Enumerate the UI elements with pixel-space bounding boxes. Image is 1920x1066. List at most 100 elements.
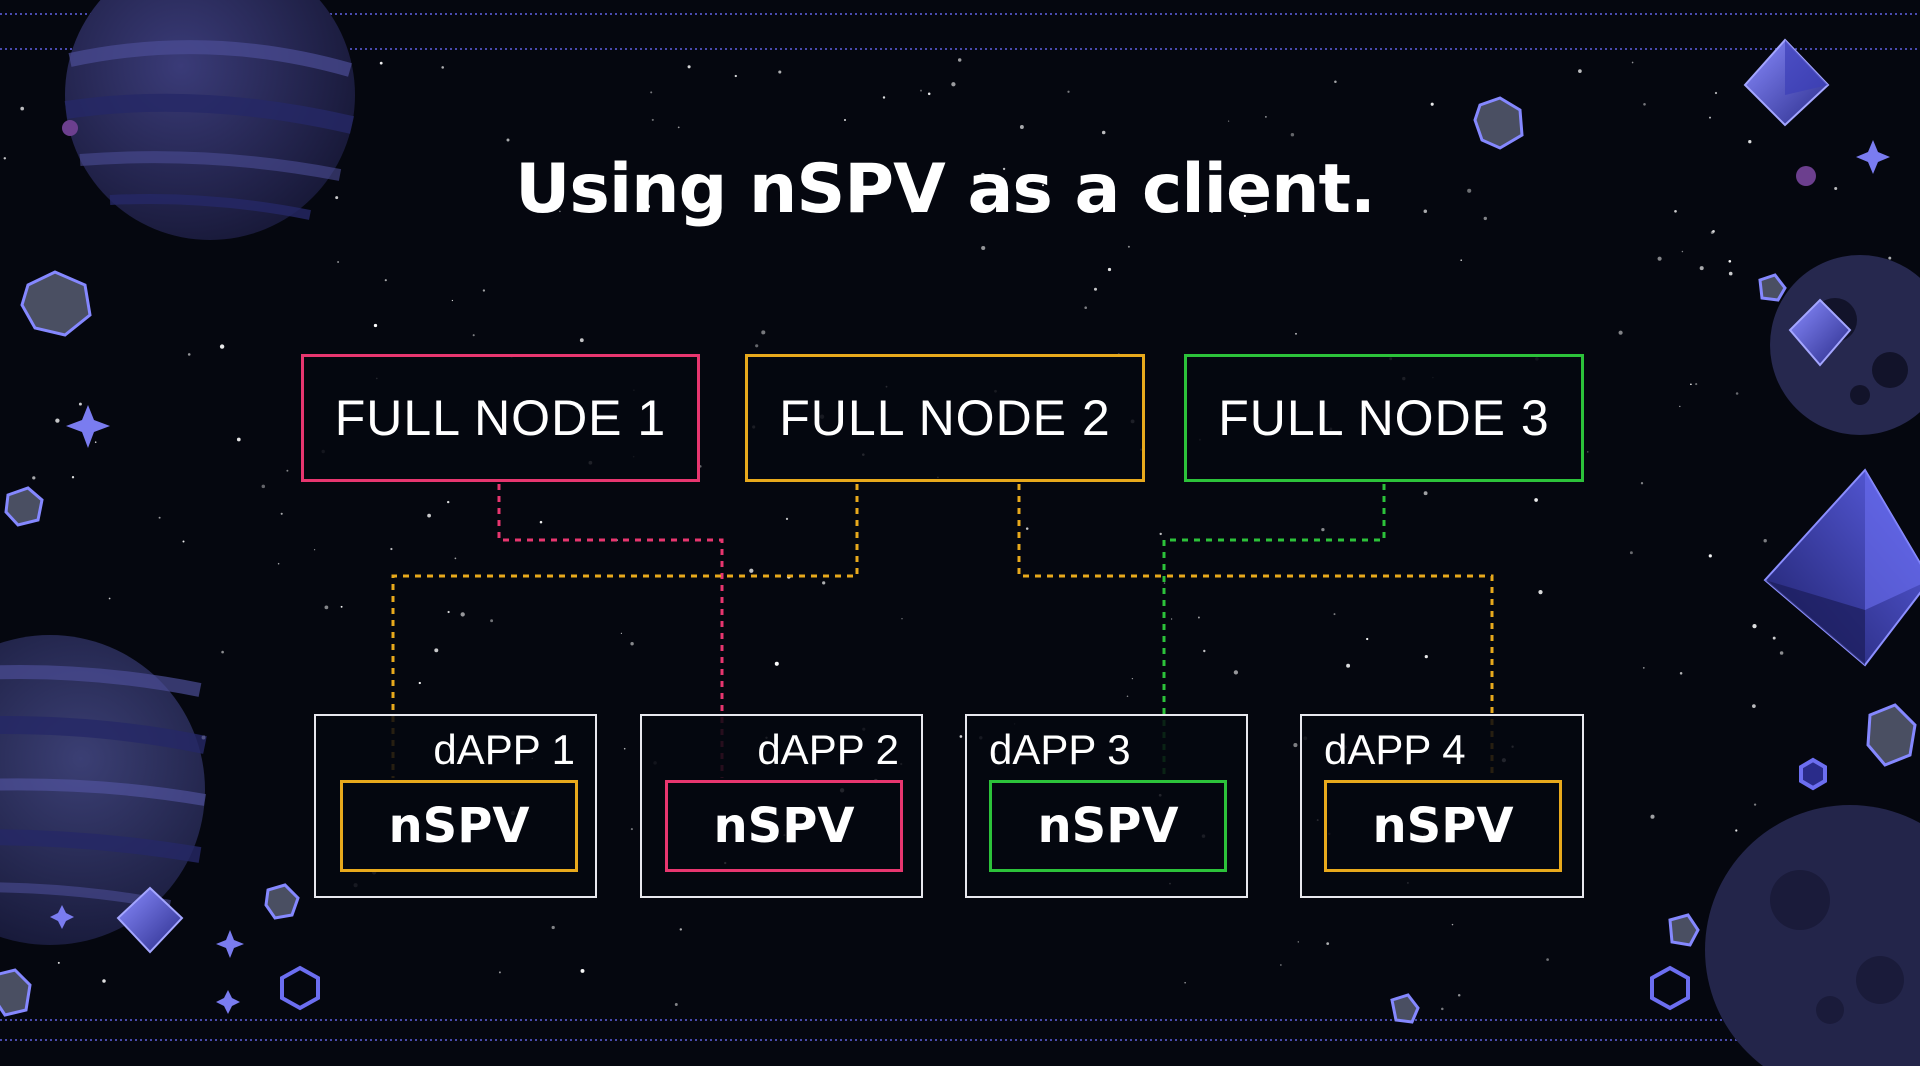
star [920,89,922,92]
star [778,70,782,74]
star [1460,259,1463,262]
star [551,925,555,930]
star [677,126,680,129]
star [1295,332,1297,335]
star [1643,103,1646,106]
star [236,437,241,442]
star [1618,330,1623,335]
octahedron-icon [1743,38,1830,127]
star [623,747,626,750]
full-node-3: FULL NODE 3 [1184,354,1584,482]
star [981,245,986,251]
full-node-1: FULL NODE 1 [301,354,700,482]
star [822,581,826,585]
dapp-3: dAPP 3 nSPV [965,714,1248,898]
star [651,118,654,121]
star [1107,267,1112,272]
star [1093,287,1098,291]
star [951,82,956,87]
nspv-label: nSPV [713,798,855,854]
star [1674,209,1677,213]
star [579,338,584,343]
star [78,402,82,406]
star [843,118,847,122]
full-node-label: FULL NODE 3 [1218,390,1550,446]
star [882,96,886,99]
star [1640,482,1644,485]
star [1326,942,1330,945]
star [674,1003,678,1006]
star [1265,116,1267,118]
nspv-client: nSPV [340,780,578,872]
sparkle-icon [50,140,1890,1014]
star [1243,214,1247,218]
star [158,516,161,519]
star [1681,250,1684,253]
star [755,344,759,348]
dapp-1: dAPP 1 nSPV [314,714,597,898]
star [1366,637,1369,641]
star [1290,132,1295,137]
star [1451,923,1454,926]
star [1423,209,1428,213]
star [340,605,343,608]
star [1025,527,1029,530]
star [286,469,289,472]
star [1728,259,1732,263]
full-node-label: FULL NODE 1 [334,390,667,446]
star [108,597,111,600]
dapp-4: dAPP 4 nSPV [1300,714,1584,898]
octahedron-icon [1763,468,1920,667]
star [447,610,450,614]
star [94,441,97,443]
nspv-client: nSPV [1324,780,1562,872]
star [1779,651,1784,655]
full-node-2: FULL NODE 2 [745,354,1145,482]
star [1679,672,1683,675]
star [1834,186,1838,191]
star [451,299,454,302]
star [20,106,25,111]
star [1534,498,1538,502]
orb-icon [62,120,1816,186]
star [384,279,387,282]
star [981,172,985,177]
star [1748,140,1752,144]
star [373,323,378,328]
connector-node2-dapp1 [391,484,859,778]
star [1752,623,1757,629]
star [55,418,60,423]
nspv-label: nSPV [1372,798,1514,854]
star [734,74,737,78]
connector-node2-dapp4 [1017,484,1494,778]
dapp-label: dAPP 2 [757,726,899,773]
planet-icon [0,635,207,945]
planet-icon [1705,805,1920,1066]
star [498,971,501,974]
nspv-label: nSPV [388,798,530,854]
star [959,735,963,738]
star [219,344,225,349]
dapp-2: dAPP 2 nSPV [640,714,923,898]
nspv-client: nSPV [665,780,903,872]
star [1280,964,1282,966]
star [1184,982,1186,984]
star [1019,125,1024,129]
star [1538,590,1543,595]
star [1699,266,1704,271]
star [102,979,106,983]
star [1210,209,1214,213]
asteroid-icon [0,96,1917,1024]
star [1735,392,1739,395]
star [1753,803,1757,806]
star [539,520,543,524]
page-title: Using nSPV as a client. [515,150,1376,229]
star [1712,230,1715,233]
star [57,961,60,964]
star [277,562,280,565]
star [1709,116,1711,119]
star [679,928,683,931]
star [182,540,185,543]
octahedron-icon [116,886,184,954]
